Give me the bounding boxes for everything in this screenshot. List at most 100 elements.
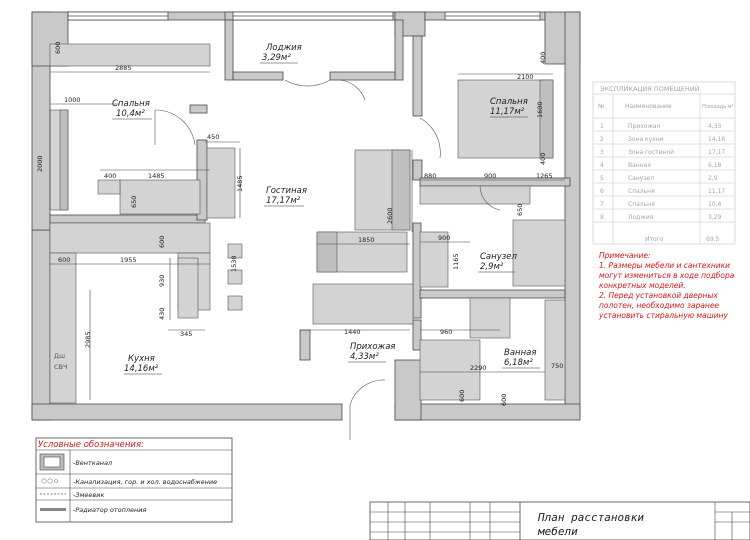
notes-line: 2. Перед установкой дверных — [599, 291, 718, 300]
dim-value: 960 — [440, 328, 452, 336]
room-name-hallway: Прихожая — [350, 342, 396, 352]
dim-value: 2985 — [84, 331, 92, 348]
radiator-icon — [40, 508, 66, 511]
dim-value: 600 — [158, 236, 166, 248]
dim-value: 600 — [458, 390, 466, 402]
room-name-kitchen: Кухня — [128, 354, 155, 364]
explication-header-num: № — [598, 103, 604, 110]
explication-row-name: Прихожая — [628, 123, 661, 130]
legend-title: Условные обозначения: — [38, 440, 144, 450]
legend-item-label: -Канализация, гор. и хол. водоснабжение — [73, 478, 217, 486]
doors — [154, 79, 501, 440]
dim-value: 1165 — [452, 253, 460, 270]
legend: Условные обозначения: -Вентканал -Канали… — [35, 437, 233, 523]
explication-row-name: Лоджия — [628, 214, 654, 221]
notes-title: Примечание: — [599, 251, 651, 260]
dim-value: 1485 — [148, 172, 165, 180]
dim-value: 900 — [438, 234, 450, 242]
room-name-wc: Санузел — [480, 252, 517, 262]
dim-value: 345 — [180, 330, 192, 338]
plumbing-icon — [41, 478, 58, 484]
explication-row-area: 17,17 — [708, 149, 725, 156]
label-underlines — [112, 62, 540, 375]
dim-value: 1850 — [358, 236, 375, 244]
room-name-bedroom-left: Спальня — [112, 99, 150, 109]
explication-row-area: 6,18 — [708, 162, 722, 169]
dimension-lines — [49, 71, 565, 400]
notes-line: установить стиральную машину — [598, 311, 728, 320]
walls — [31, 11, 581, 421]
explication-row-number: 3 — [600, 149, 604, 156]
dim-value: 1955 — [120, 256, 137, 264]
explication-row-area: 3,29 — [708, 214, 722, 221]
dim-value: 450 — [207, 133, 219, 141]
dimension-values: 600 2885 1000 2000 400 1485 650 450 1485… — [36, 42, 563, 406]
room-area-wc: 2,9м² — [480, 262, 504, 272]
title-block: План расстановки мебели — [369, 501, 750, 540]
explication-row-number: 6 — [600, 188, 604, 195]
room-area-hallway: 4,33м² — [350, 352, 379, 362]
explication-row-area: 14,16 — [708, 136, 725, 143]
explication-row-name: Спальня — [628, 201, 655, 208]
explication-table: ЭКСПЛИКАЦИЯ ПОМЕЩЕНИЙ № Наименование Пло… — [592, 81, 736, 245]
dim-value: 930 — [158, 275, 166, 287]
dim-value: 1440 — [344, 328, 361, 336]
furniture — [49, 43, 566, 404]
explication-header-area: Площадь м² — [702, 104, 734, 110]
dim-value: 900 — [484, 172, 496, 180]
dim-value: 1485 — [236, 175, 244, 192]
vent-channel-icon — [39, 453, 65, 471]
dim-value: 1265 — [536, 172, 553, 180]
explication-row-name: Санузел — [628, 175, 654, 182]
legend-item-label: -Змеевик — [73, 491, 104, 499]
dim-value: 880 — [424, 172, 436, 180]
dim-value: 750 — [551, 362, 563, 370]
room-area-bedroom-right: 11,17м² — [490, 107, 525, 117]
explication-total-label: Итого — [645, 236, 664, 243]
title-line-1: План расстановки — [537, 511, 644, 524]
explication-row-area: 10,4 — [708, 201, 722, 208]
dim-value: 1600 — [536, 101, 544, 118]
dim-value: 650 — [130, 196, 138, 208]
microwave-label: СВЧ — [54, 363, 67, 371]
dim-value: 600 — [54, 42, 62, 54]
explication-row-name: Зона гостиной — [628, 149, 674, 156]
explication-row-name: Зона кухни — [628, 136, 664, 143]
explication-row-number: 1 — [600, 123, 604, 130]
dim-value: 430 — [158, 308, 166, 320]
dim-value: 2885 — [115, 64, 132, 72]
explication-title: ЭКСПЛИКАЦИЯ ПОМЕЩЕНИЙ — [600, 84, 700, 93]
dim-value: 600 — [58, 256, 70, 264]
dim-value: 400 — [539, 153, 547, 165]
explication-row-area: 11,17 — [708, 188, 725, 195]
dim-value: 650 — [516, 204, 524, 216]
dim-value: 2000 — [36, 155, 44, 172]
dim-value: 2100 — [517, 73, 534, 81]
room-name-bathroom: Ванная — [504, 348, 536, 358]
room-name-bedroom-right: Спальня — [490, 97, 528, 107]
explication-row-number: 2 — [600, 136, 604, 143]
room-area-bedroom-left: 10,4м² — [116, 109, 145, 119]
legend-item-label: -Вентканал — [73, 459, 112, 467]
dishwasher-label: Дш — [54, 352, 65, 360]
notes-line: полотен, необходимо заранее — [599, 301, 719, 310]
notes-line: конкретных моделей. — [599, 281, 686, 290]
explication-row-number: 7 — [600, 201, 604, 208]
dim-value: 2600 — [386, 207, 394, 224]
explication-row-area: 2,9 — [708, 175, 718, 182]
notes-line: 1. Размеры мебели и сантехники — [599, 261, 730, 270]
dim-value: 400 — [104, 172, 116, 180]
explication-header-name: Наименование — [625, 103, 672, 110]
explication-row-name: Спальня — [628, 188, 655, 195]
windows — [31, 11, 541, 231]
dim-value: 2290 — [470, 364, 487, 372]
room-area-bathroom: 6,18м² — [504, 358, 533, 368]
title-line-2: мебели — [537, 525, 578, 538]
dim-value: 600 — [500, 394, 508, 406]
dim-value: 400 — [539, 52, 547, 64]
legend-item-label: -Радиатор отопления — [73, 506, 147, 514]
explication-row-number: 5 — [600, 175, 604, 182]
room-labels: Лоджия 3,29м² Спальня 10,4м² Спальня 11,… — [112, 43, 536, 374]
explication-row-area: 4,33 — [708, 123, 722, 130]
room-name-living: Гостиная — [266, 186, 307, 196]
